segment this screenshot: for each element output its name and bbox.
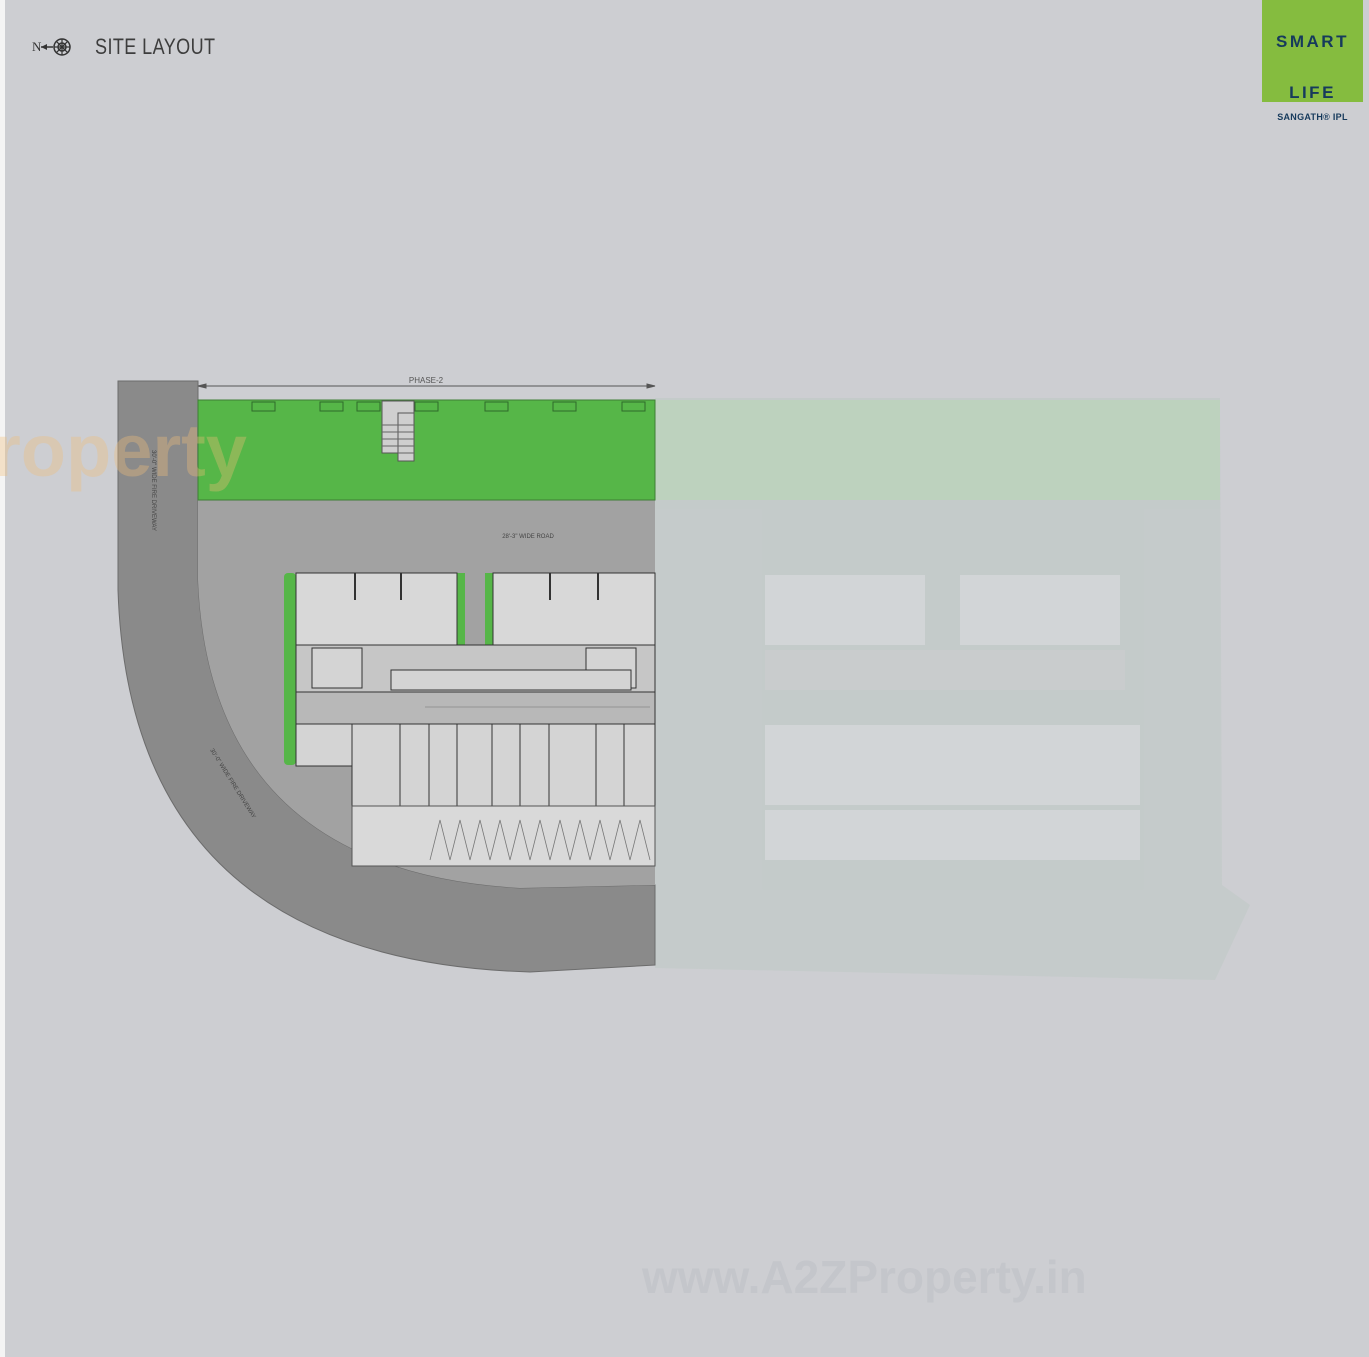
planter-boxes: [251, 401, 646, 412]
brand-logo: SMART LIFE SANGATH® IPL: [1262, 0, 1363, 122]
page-title: SITE LAYOUT: [95, 34, 216, 59]
north-compass: N: [32, 37, 73, 57]
phase-dimension-line: [197, 383, 656, 389]
compass-rose-icon: [41, 38, 72, 56]
shop-block-left: [295, 572, 458, 646]
page-edge: [0, 0, 5, 1357]
landscape-strip: [197, 399, 656, 501]
north-label: N: [32, 39, 42, 54]
logo-line-1: SMART: [1276, 32, 1349, 51]
faded-plan-area: [655, 398, 1250, 980]
side-watermark: roperty: [0, 409, 247, 492]
staircase: [381, 400, 415, 462]
logo-line-2: LIFE: [1289, 83, 1336, 102]
road-label: 28'-3" WIDE ROAD: [502, 534, 554, 540]
shop-block-right: [492, 572, 656, 646]
bottom-watermark: www.A2ZProperty.in: [642, 1251, 1087, 1303]
parking-area: [351, 805, 656, 867]
header: N SITE LAYOUT: [32, 34, 242, 60]
logo-brand: SANGATH® IPL: [1277, 112, 1348, 122]
building-block: [284, 572, 656, 867]
phase-label: PHASE-2: [409, 376, 444, 385]
driveway-label-top: 30'-0" WIDE FIRE DRIVEWAY: [150, 450, 156, 531]
